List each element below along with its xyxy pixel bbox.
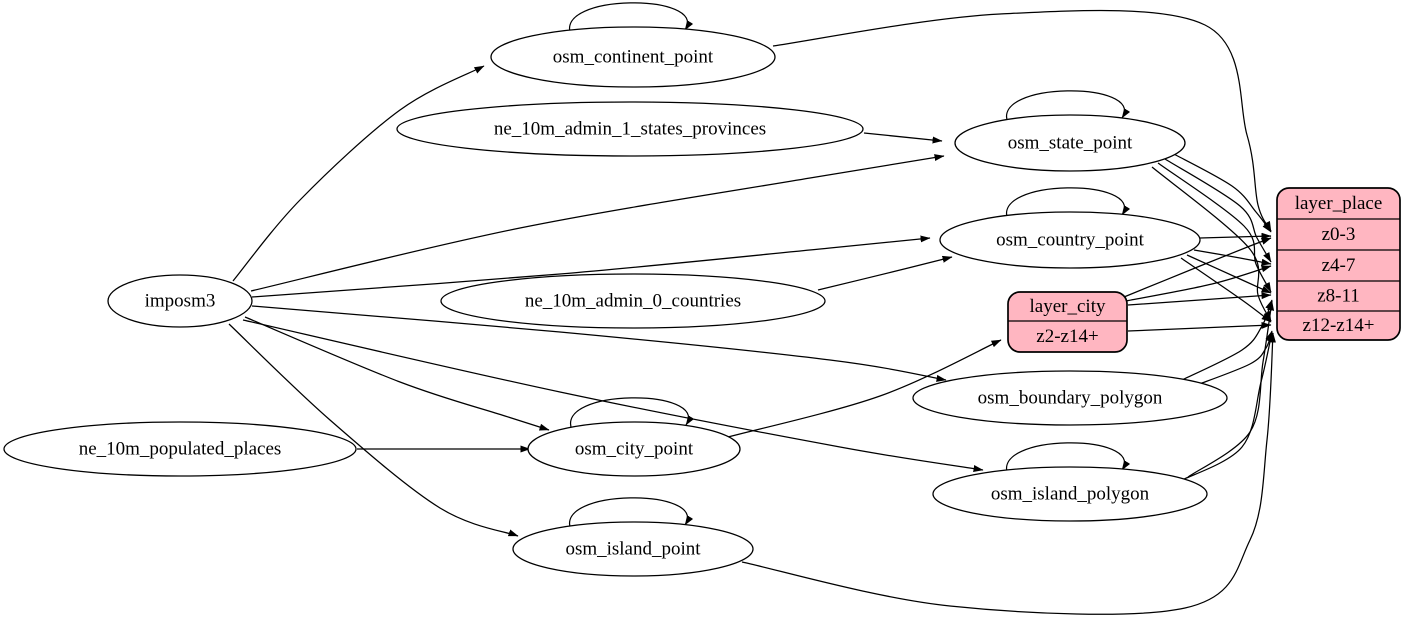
edge-layer_city-to-layer_place-z12-z14+ [1127, 321, 1272, 332]
edge-osm_state_point-self-loop [1005, 90, 1131, 124]
edges-layer [228, 2, 1276, 615]
edge-osm_state_point-to-layer_place-z0-3 [1171, 152, 1272, 233]
edge-layer_city-to-layer_place-z4-7 [1125, 265, 1272, 302]
edge-osm_city_point-self-loop [569, 397, 695, 431]
osm_boundary_polygon-ellipse [912, 370, 1228, 426]
edge-imposm3-to-osm_island_polygon [242, 319, 984, 472]
edge-osm_state_point-to-layer_place-z12-z14+ [1151, 166, 1272, 322]
ne_10m_admin_1_states_provinces-label: ne_10m_admin_1_states_provinces [494, 118, 766, 139]
osm_country_point-label: osm_country_point [996, 229, 1144, 250]
imposm3-ellipse [107, 274, 253, 328]
edge-osm_continent_point-to-layer_place-z0-3 [772, 9, 1272, 232]
edge-ne_10m_admin_0_countries-to-osm_country_point [817, 255, 953, 291]
edge-osm_country_point-to-layer_place-z4-7 [1193, 249, 1272, 266]
osm_city_point-label: osm_city_point [575, 438, 694, 459]
node-osm_state_point: osm_state_point [954, 114, 1186, 172]
osm_island_point-label: osm_island_point [565, 538, 701, 559]
layer_city-title: layer_city [1030, 296, 1106, 317]
edge-layer_city-to-layer_place-z0-3 [1123, 237, 1272, 298]
edge-imposm3-to-osm_boundary_polygon [251, 305, 947, 382]
osm_city_point-ellipse [527, 421, 741, 477]
imposm3-label: imposm3 [145, 290, 216, 311]
edge-imposm3-to-osm_city_point [244, 316, 550, 431]
osm_island_point-ellipse [512, 521, 754, 577]
edge-osm_country_point-to-layer_place-z12-z14+ [1180, 257, 1272, 323]
node-ne_10m_admin_1_states_provinces: ne_10m_admin_1_states_provinces [396, 101, 864, 157]
edge-imposm3-to-osm_continent_point [232, 65, 485, 282]
node-layer_city: layer_city z2-z14+ [1007, 291, 1128, 353]
osm_country_point-ellipse [939, 211, 1201, 269]
ne_10m_admin_1_states_provinces-ellipse [396, 101, 864, 157]
layer_place-title: layer_place [1295, 193, 1383, 214]
osm_continent_point-ellipse [490, 26, 776, 88]
edge-imposm3-to-osm_island_point [228, 323, 519, 537]
layer_city-row-z2-z14+: z2-z14+ [1036, 326, 1098, 347]
edge-osm_country_point-to-layer_place-z8-11 [1186, 254, 1272, 294]
ne_10m_populated_places-label: ne_10m_populated_places [79, 438, 282, 459]
ne_10m_admin_0_countries-label: ne_10m_admin_0_countries [525, 290, 741, 311]
osm_island_polygon-label: osm_island_polygon [991, 483, 1150, 504]
edge-osm_island_polygon-self-loop [1005, 442, 1131, 476]
edge-osm_boundary_polygon-to-layer_place-z8-11 [1181, 299, 1273, 381]
node-ne_10m_admin_0_countries: ne_10m_admin_0_countries [440, 273, 826, 329]
node-layer_place: layer_place z0-3 z4-7 z8-11 z12-z14+ [1276, 187, 1401, 341]
edge-osm_island_polygon-to-layer_place-z12-z14+ [1179, 331, 1274, 482]
node-osm_continent_point: osm_continent_point [490, 26, 776, 88]
osm_state_point-ellipse [954, 114, 1186, 172]
node-ne_10m_populated_places: ne_10m_populated_places [3, 421, 357, 477]
osm_state_point-label: osm_state_point [1008, 132, 1133, 153]
node-imposm3: imposm3 [107, 274, 253, 328]
edge-osm_continent_point-self-loop [568, 2, 694, 36]
node-osm_country_point: osm_country_point [939, 211, 1201, 269]
node-osm_island_polygon: osm_island_polygon [932, 466, 1208, 522]
edge-osm_island_polygon-to-layer_place-z8-11 [1187, 300, 1275, 478]
osm_continent_point-label: osm_continent_point [553, 46, 714, 67]
node-osm_island_point: osm_island_point [512, 521, 754, 577]
edge-osm_state_point-to-layer_place-z8-11 [1157, 162, 1272, 293]
osm_boundary_polygon-label: osm_boundary_polygon [978, 387, 1163, 408]
edge-osm_country_point-to-layer_place-z0-3 [1199, 232, 1272, 240]
osm_island_polygon-ellipse [932, 466, 1208, 522]
layer_place-row-z0-3: z0-3 [1322, 224, 1356, 245]
edge-osm_state_point-to-layer_place-z4-7 [1164, 158, 1272, 263]
edge-imposm3-to-osm_state_point [250, 154, 945, 292]
edge-ne_10m_admin_1_states_provinces-to-osm_state_point [863, 132, 943, 144]
layer_place-row-z4-7: z4-7 [1322, 255, 1356, 276]
layer_place-row-z12-z14+: z12-z14+ [1303, 315, 1375, 336]
ne_10m_admin_0_countries-ellipse [440, 273, 826, 329]
ne_10m_populated_places-ellipse [3, 421, 357, 477]
edge-imposm3-to-osm_country_point [251, 235, 931, 298]
nodes-layer: imposm3 osm_continent_point ne_10m_admin_1… [3, 26, 1401, 577]
edge-osm_boundary_polygon-to-layer_place-z12-z14+ [1193, 330, 1273, 387]
edge-osm_island_point-self-loop [568, 497, 694, 531]
layer_place-row-z8-11: z8-11 [1317, 285, 1360, 306]
layer_place-record-box [1276, 187, 1401, 341]
edge-osm_country_point-self-loop [1005, 187, 1131, 221]
edge-osm_city_point-to-layer_city-z2-z14+ [727, 339, 1002, 438]
node-osm_boundary_polygon: osm_boundary_polygon [912, 370, 1228, 426]
edge-osm_island_point-to-layer_place-z12-z14+ [741, 332, 1276, 615]
edge-layer_city-to-layer_place-z8-11 [1127, 292, 1272, 306]
node-osm_city_point: osm_city_point [527, 421, 741, 477]
layer_city-record-box [1007, 291, 1128, 353]
